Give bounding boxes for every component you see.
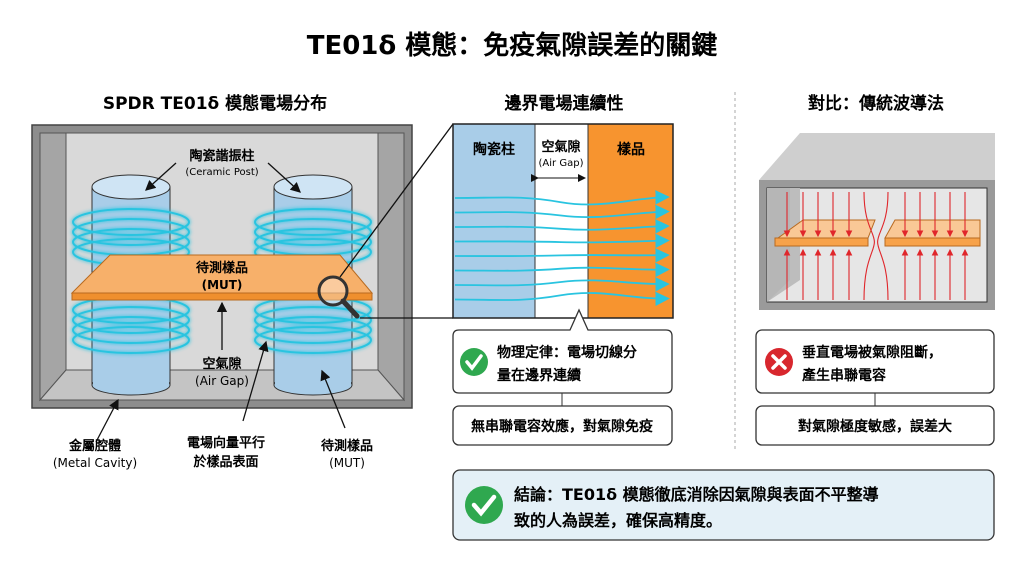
- left-heading: SPDR TE01δ 模態電場分布: [103, 93, 327, 114]
- normal-field-lines: [783, 191, 969, 301]
- mut-label: 待測樣品: [195, 260, 248, 276]
- metal-cavity-label-en: (Metal Cavity): [53, 456, 137, 470]
- mut-bottom-label-en: (MUT): [329, 456, 365, 470]
- conclusion-line1: 結論：TE01δ 模態徹底消除因氣隙與表面不平整導: [514, 485, 879, 504]
- middle-callout-line1: 物理定律：電場切線分: [497, 344, 637, 361]
- field-line: [454, 248, 670, 263]
- mut-label-en: (MUT): [202, 278, 243, 292]
- waveguide: [759, 133, 995, 310]
- field-line: [454, 219, 670, 234]
- field-line: [454, 291, 670, 307]
- field-line: [863, 191, 875, 301]
- field-line: [454, 233, 670, 249]
- metal-cavity-label: 金屬腔體: [68, 438, 121, 454]
- middle-callout-line2: 量在邊界連續: [497, 367, 581, 384]
- right-heading: 對比：傳統波導法: [808, 93, 944, 114]
- right-callout: [755, 329, 995, 446]
- field-line: [454, 204, 670, 220]
- col-ceramic-label: 陶瓷柱: [473, 141, 515, 158]
- air-gap-label-en: (Air Gap): [195, 374, 249, 388]
- air-gap-label: 空氣隙: [202, 356, 241, 372]
- col-sample-label: 樣品: [617, 141, 645, 158]
- mut-bottom-label: 待測樣品: [320, 438, 373, 454]
- mut-slab: [70, 254, 374, 301]
- field-vector-label-2: 於樣品表面: [193, 454, 258, 470]
- cross-icon: [765, 348, 793, 376]
- magnifier-icon: [317, 275, 360, 319]
- field-vector-label-1: 電場向量平行: [187, 435, 265, 451]
- check-icon: [460, 348, 488, 376]
- right-callout-line1: 垂直電場被氣隙阻斷，: [802, 344, 942, 361]
- right-callout-line2: 產生串聯電容: [801, 367, 886, 384]
- field-line: [877, 191, 889, 301]
- pointer-arrows: [95, 162, 346, 443]
- field-line: [454, 262, 670, 278]
- col-air-label-en: (Air Gap): [539, 158, 584, 169]
- conclusion-box: [452, 469, 995, 541]
- right-result: 對氣隙極度敏感，誤差大: [798, 418, 952, 435]
- ceramic-post-label-en: (Ceramic Post): [185, 167, 258, 178]
- middle-result: 無串聯電容效應，對氣隙免疫: [471, 418, 653, 435]
- ceramic-post-label: 陶瓷諧振柱: [189, 148, 254, 164]
- conclusion-line2: 致的人為誤差，確保高精度。: [514, 511, 722, 530]
- tangential-field-lines: [454, 190, 670, 307]
- page-title: TE01δ 模態：免疫氣隙誤差的關鍵: [307, 30, 718, 61]
- field-line: [454, 277, 670, 292]
- middle-heading: 邊界電場連續性: [505, 93, 624, 114]
- col-air-label: 空氣隙: [541, 139, 580, 155]
- zoom-lines: [339, 123, 454, 319]
- middle-callout: [452, 308, 673, 446]
- field-line: [454, 190, 670, 206]
